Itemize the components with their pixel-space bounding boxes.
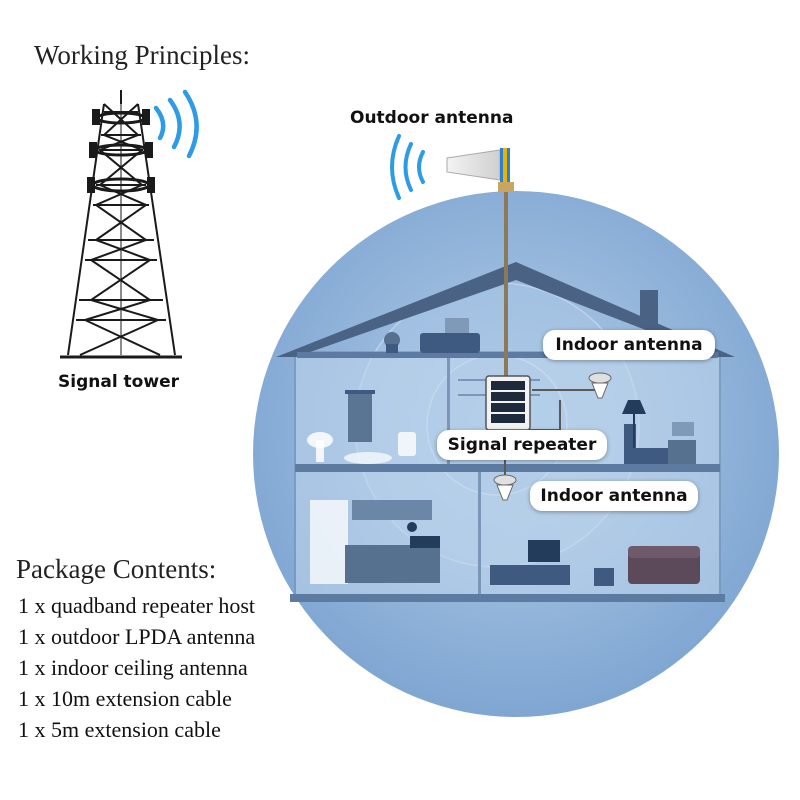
signal-repeater-label: Signal repeater [437,430,607,460]
lpda-antenna-icon [446,148,514,192]
indoor-antenna-bottom-label: Indoor antenna [530,481,698,511]
package-contents-list: 1 x quadband repeater host 1 x outdoor L… [18,590,255,745]
outdoor-antenna-label: Outdoor antenna [350,108,514,128]
package-item: 1 x 5m extension cable [18,717,221,742]
package-contents-heading: Package Contents: [16,554,217,584]
ceiling-antenna-icon [493,474,517,501]
package-item: 1 x indoor ceiling antenna [18,655,248,680]
indoor-antenna-top-label: Indoor antenna [543,330,715,360]
working-principles-heading: Working Principles: [34,40,251,70]
repeater-device-icon [485,375,531,431]
ceiling-antenna-icon [588,372,612,399]
signal-wave-icon [390,134,425,200]
package-item: 1 x 10m extension cable [18,686,232,711]
signal-wave-icon [153,89,199,159]
package-item: 1 x quadband repeater host [18,593,256,618]
tower-icon [60,90,182,359]
package-item: 1 x outdoor LPDA antenna [18,624,256,649]
signal-tower-label: Signal tower [58,372,179,392]
